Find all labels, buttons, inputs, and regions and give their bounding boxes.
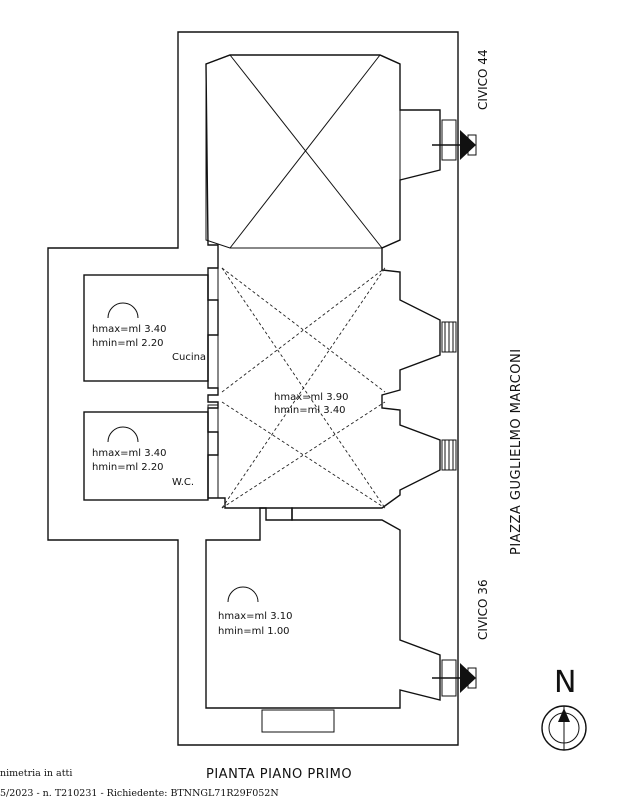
street-label: PIAZZA GUGLIELMO MARCONI [509, 348, 524, 555]
north-arrow-icon [541, 705, 587, 751]
south-hmax: hmax=ml 3.10 [218, 611, 292, 622]
wc-vault-symbol [107, 426, 139, 443]
vault-top-room [205, 54, 401, 249]
window-lines [444, 322, 454, 470]
vault-top-diag-2 [229, 54, 381, 249]
wc-hmax: hmax=ml 3.40 [92, 448, 166, 459]
south-room [205, 507, 441, 709]
outer-wall [47, 31, 459, 746]
central-hmax: hmax=ml 3.90 [274, 392, 348, 403]
hall-diag-2 [221, 267, 386, 509]
cucina-room [83, 274, 209, 382]
plan-title: PIANTA PIANO PRIMO [206, 767, 352, 782]
wc-name: W.C. [172, 477, 194, 488]
partition-stub-2 [207, 334, 219, 389]
footer-line-1: nimetria in atti [0, 768, 72, 779]
cucina-hmax: hmax=ml 3.40 [92, 324, 166, 335]
entrance-arrow-bottom [432, 663, 477, 693]
partition-stub-1 [207, 267, 219, 301]
south-vault-symbol [227, 586, 259, 603]
window-bay-1 [441, 119, 457, 161]
partition-stub-4 [207, 454, 219, 499]
cucina-hmin: hmin=ml 2.20 [92, 338, 164, 349]
south-hmin: hmin=ml 1.00 [218, 626, 290, 637]
civico-top-label: CIVICO 44 [476, 49, 490, 110]
wc-hmin: hmin=ml 2.20 [92, 462, 164, 473]
cucina-name: Cucina [172, 352, 206, 363]
hall-diag-6 [221, 401, 386, 509]
civico-bottom-label: CIVICO 36 [476, 579, 490, 640]
central-hmin: hmin=ml 3.40 [274, 405, 346, 416]
footer-line-2: 5/2023 - n. T210231 - Richiedente: BTNNG… [0, 788, 279, 799]
cucina-vault-symbol [107, 302, 139, 319]
north-letter: N [554, 665, 576, 700]
partition-stub-3 [207, 404, 219, 433]
entrance-arrow-top [432, 130, 477, 160]
vault-top-diag-1 [229, 54, 383, 249]
hall-diag-3 [221, 267, 386, 393]
hall-diag-5 [221, 401, 386, 509]
south-step [261, 709, 335, 733]
hall-diag-4 [221, 267, 386, 393]
inner-wall [205, 54, 441, 521]
